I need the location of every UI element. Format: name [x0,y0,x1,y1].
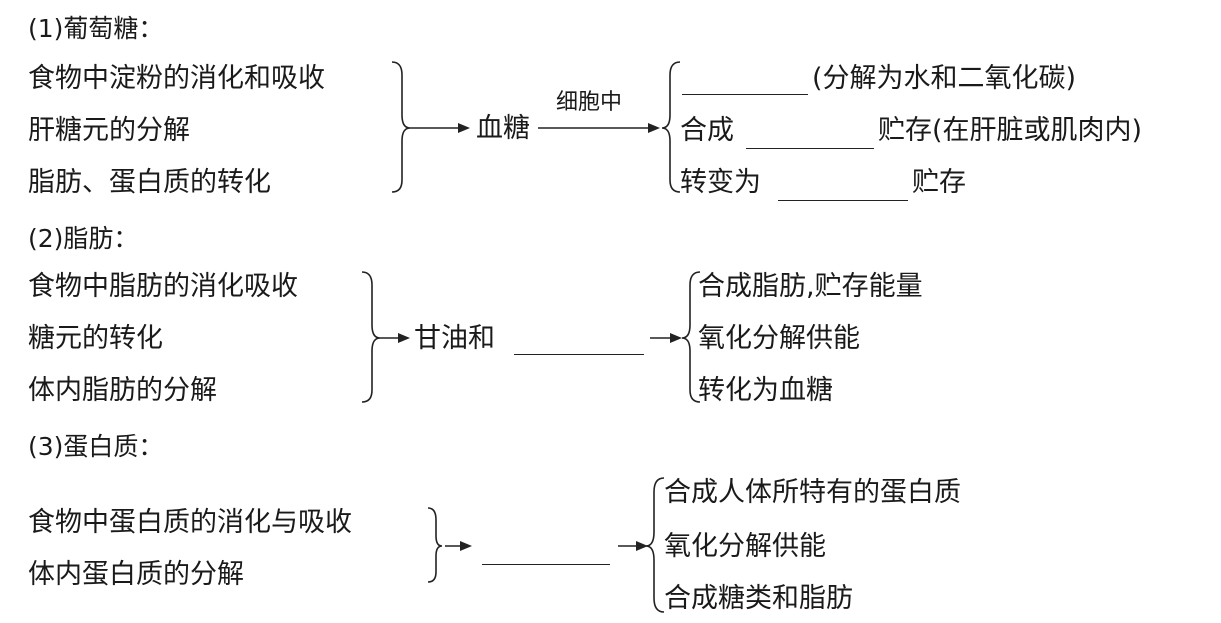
section-1-blank-1[interactable] [682,94,808,95]
section-2-intermediate: 甘油和 [414,323,495,354]
section-1-source-2: 肝糖元的分解 [28,115,190,146]
section-2-source-3: 体内脂肪的分解 [28,375,217,406]
section-1-outcome-2-after: 贮存(在肝脏或肌肉内) [878,115,1143,146]
section-2-source-2: 糖元的转化 [28,323,163,354]
section-1-outcome-3-after: 贮存 [912,167,966,198]
section-1-outcome-1-after: (分解为水和二氧化碳) [812,63,1077,94]
section-1-source-1: 食物中淀粉的消化和吸收 [28,63,325,94]
section-1-outcome-2-before: 合成 [680,115,734,146]
section-2-heading: (2)脂肪： [28,224,139,253]
arrowhead-s2-2 [670,333,682,343]
section-3-heading: (3)蛋白质： [28,432,164,461]
arrowhead-s3-1 [460,541,472,551]
section-2-source-1: 食物中脂肪的消化吸收 [28,271,298,302]
section-1-heading: (1)葡萄糖： [28,14,164,43]
section-3-blank[interactable] [482,564,610,565]
brace-s3-left [427,507,443,583]
section-3-outcome-1: 合成人体所特有的蛋白质 [664,477,961,508]
arrowhead-s1-1 [458,123,470,133]
brace-s1-left [391,61,411,193]
section-1-blank-3[interactable] [778,200,908,201]
section-3-source-2: 体内蛋白质的分解 [28,559,244,590]
section-1-intermediate: 血糖 [476,113,530,144]
section-3-source-1: 食物中蛋白质的消化与吸收 [28,507,352,538]
section-1-source-3: 脂肪、蛋白质的转化 [28,167,271,198]
section-3-outcome-3: 合成糖类和脂肪 [664,583,853,614]
section-1-arrow-label: 细胞中 [556,90,623,115]
section-2-outcome-2: 氧化分解供能 [698,323,860,354]
brace-s2-right [681,271,701,403]
section-2-outcome-3: 转化为血糖 [698,375,833,406]
arrowhead-s1-2 [648,123,660,133]
section-2-outcome-1: 合成脂肪,贮存能量 [698,271,923,302]
section-1-blank-2[interactable] [746,148,874,149]
brace-s3-right [645,477,665,613]
section-2-blank[interactable] [514,354,644,355]
brace-s2-left [361,271,381,403]
arrowhead-s2-1 [398,333,410,343]
section-1-outcome-3-before: 转变为 [680,167,761,198]
brace-s1-right [661,61,681,193]
arrowhead-s3-2 [636,541,648,551]
section-3-outcome-2: 氧化分解供能 [664,531,826,562]
